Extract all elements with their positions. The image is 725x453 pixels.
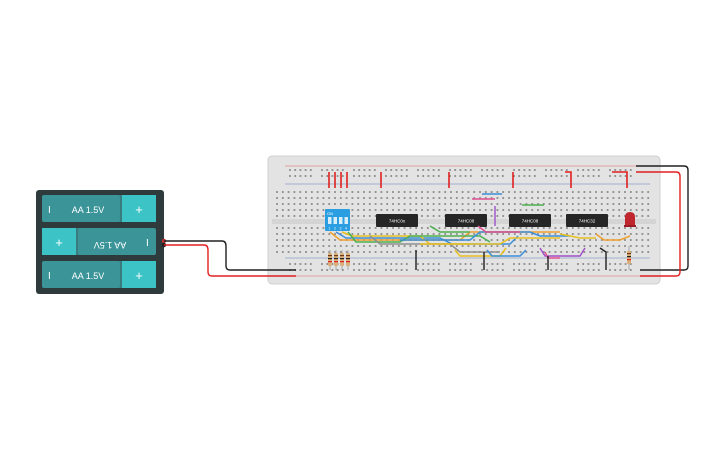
battery-cell-3[interactable]: I AA 1.5V + — [42, 261, 156, 288]
battery-minus-symbol: I — [48, 205, 51, 216]
resistor[interactable] — [334, 250, 338, 270]
dip-switch-position-label: 1 — [329, 227, 331, 231]
battery-minus-symbol: I — [146, 238, 149, 249]
power-drop-wires[interactable] — [328, 171, 628, 188]
logic-chip-4[interactable]: 74HC32 — [566, 214, 608, 227]
battery-cell-3-positive-cap — [122, 261, 156, 288]
battery-pack[interactable]: I AA 1.5V + + AA 1.5V I I AA 1.5V + — [36, 190, 167, 294]
breadboard-holes — [276, 169, 650, 271]
chip-label: 74HC0x — [389, 219, 406, 224]
resistor[interactable] — [328, 250, 332, 270]
dip-switch-position-label: 3 — [340, 227, 342, 231]
led-body — [625, 212, 635, 226]
rail-jumper-red[interactable] — [636, 171, 681, 277]
jumper-wire-bundle[interactable] — [329, 225, 631, 259]
battery-cell-label: AA 1.5V — [72, 271, 105, 281]
ground-drop-wires[interactable] — [415, 247, 607, 270]
battery-cell-1-positive-cap — [122, 195, 156, 222]
battery-plus-symbol: + — [135, 202, 143, 217]
battery-cell-label: AA 1.5V — [72, 205, 105, 215]
logic-chip-2[interactable]: 74HC08 — [445, 214, 487, 227]
logic-chip-1[interactable]: 74HC0x — [376, 214, 418, 227]
dip-switch-toggle-4[interactable] — [344, 217, 349, 224]
resistor-array[interactable] — [328, 250, 350, 270]
chip-label: 74HC08 — [458, 219, 475, 224]
dip-switch-position-label: 2 — [334, 227, 336, 231]
resistor[interactable] — [346, 250, 350, 270]
battery-black-lead[interactable] — [164, 240, 296, 271]
chip-label: 74HC08 — [522, 219, 539, 224]
dip-switch-on-label: ON — [327, 211, 333, 216]
dip-switch-body — [325, 209, 350, 231]
battery-red-lead[interactable] — [164, 244, 296, 277]
battery-cell-2[interactable]: + AA 1.5V I — [42, 228, 156, 255]
battery-plus-symbol: + — [135, 268, 143, 283]
dip-switch-toggle-3[interactable] — [339, 217, 343, 224]
dip-switch-toggle-1[interactable] — [328, 217, 332, 224]
battery-cell-2-positive-cap — [42, 228, 76, 255]
dip-switch-position-label: 4 — [345, 227, 347, 231]
chip-label: 74HC32 — [579, 219, 596, 224]
led-resistor[interactable] — [627, 246, 631, 270]
battery-minus-symbol: I — [48, 271, 51, 282]
battery-cell-1[interactable]: I AA 1.5V + — [42, 195, 156, 222]
dip-switch[interactable]: ON 1 2 3 4 — [325, 209, 350, 231]
battery-plus-symbol: + — [55, 235, 63, 250]
logic-chip-3[interactable]: 74HC08 — [509, 214, 551, 227]
rail-jumper-black[interactable] — [636, 165, 689, 271]
battery-cell-label: AA 1.5V — [94, 240, 127, 250]
led[interactable] — [624, 212, 636, 227]
resistor[interactable] — [340, 250, 344, 270]
dip-switch-toggle-2[interactable] — [333, 217, 338, 224]
